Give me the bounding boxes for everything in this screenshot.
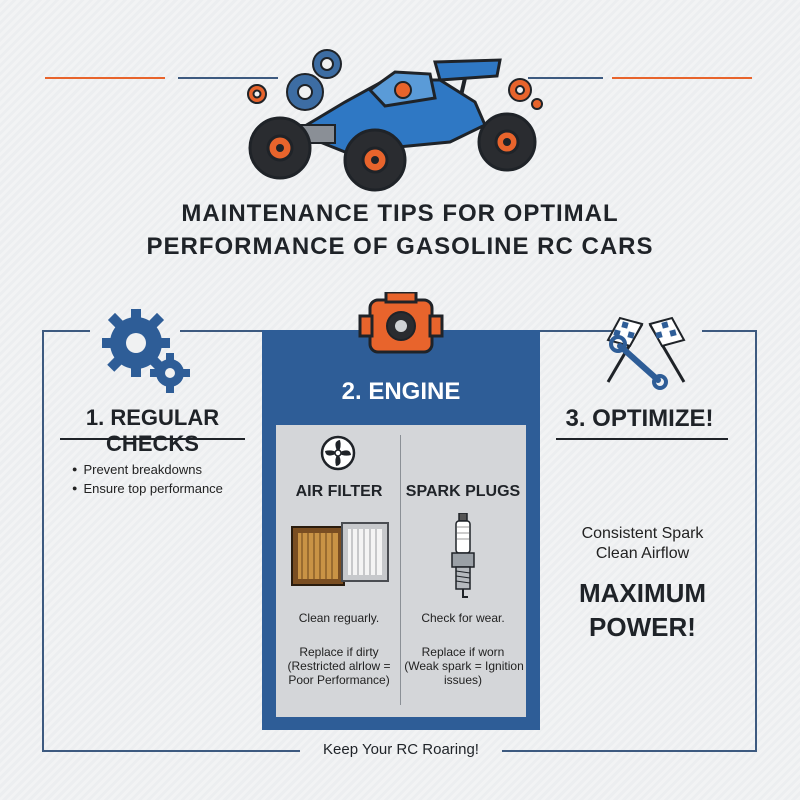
frame-left-side (42, 330, 44, 750)
frame-top-mid-right (540, 330, 612, 332)
air-filter-note-poor: Poor Performance) (288, 673, 390, 687)
checkered-flags-wrench-icon (606, 316, 686, 390)
footer-tagline: Keep Your RC Roaring! (323, 741, 479, 758)
engine-title: 2. Engine (341, 378, 461, 405)
optimize-line-spark: Consistent Spark (581, 525, 704, 542)
frame-right-top (702, 330, 757, 332)
spark-plugs-note-replace: Replace if worn (421, 645, 505, 659)
engine-inner-panel: Air Filter (276, 425, 526, 717)
air-filter-title: Air Filter (295, 483, 383, 500)
air-filter-note-clean: Clean reguarly. (298, 611, 380, 625)
frame-right-side (755, 330, 757, 750)
spark-plugs-note-weak: (Weak spark = Ignition (404, 659, 524, 673)
spark-plugs-note-check: Check for wear. (421, 611, 505, 625)
spark-plug-icon (451, 513, 475, 598)
top-line-orange-right (612, 77, 752, 79)
engine-panel: Air Filter (262, 330, 540, 730)
optimize-underline (556, 438, 728, 440)
small-gear-icon (247, 84, 267, 104)
air-filter-icon (291, 522, 389, 586)
bullet-ensure-performance: Ensure top performance (72, 481, 222, 496)
frame-top-mid-left (180, 330, 262, 332)
page-title-line-1: Maintenance Tips for Optimal (181, 200, 619, 227)
regular-checks-title: 1. Regular Checks (85, 405, 220, 456)
air-filter-note-replace: Replace if dirty (299, 645, 379, 659)
frame-left-top (42, 330, 90, 332)
regular-checks-underline (60, 438, 245, 440)
top-line-orange-left (45, 77, 165, 79)
gears-icon (102, 309, 190, 393)
optimize-maximum: MAXIMUM (578, 578, 707, 608)
gear-icon (286, 49, 342, 111)
optimize-line-airflow: Clean Airflow (595, 545, 690, 562)
optimize-power: POWER! (589, 612, 696, 642)
spark-plugs-note-issues: issues) (443, 673, 482, 687)
frame-bottom-right (502, 750, 757, 752)
optimize-title: 3. Optimize! (565, 405, 714, 432)
engine-icon (358, 292, 444, 354)
spark-plugs-title: Spark Plugs (405, 483, 521, 500)
engine-divider (400, 435, 401, 705)
fan-icon (320, 435, 356, 471)
air-filter-note-restricted: (Restricted alrlow = (287, 659, 391, 673)
page-title-line-2: Performance of Gasoline RC Cars (146, 233, 654, 260)
bullet-prevent-breakdowns: Prevent breakdowns (72, 462, 202, 477)
top-line-blue-right (528, 77, 603, 79)
frame-bottom-left (42, 750, 300, 752)
rc-car-illustration (247, 49, 543, 192)
top-line-blue-left (178, 77, 278, 79)
